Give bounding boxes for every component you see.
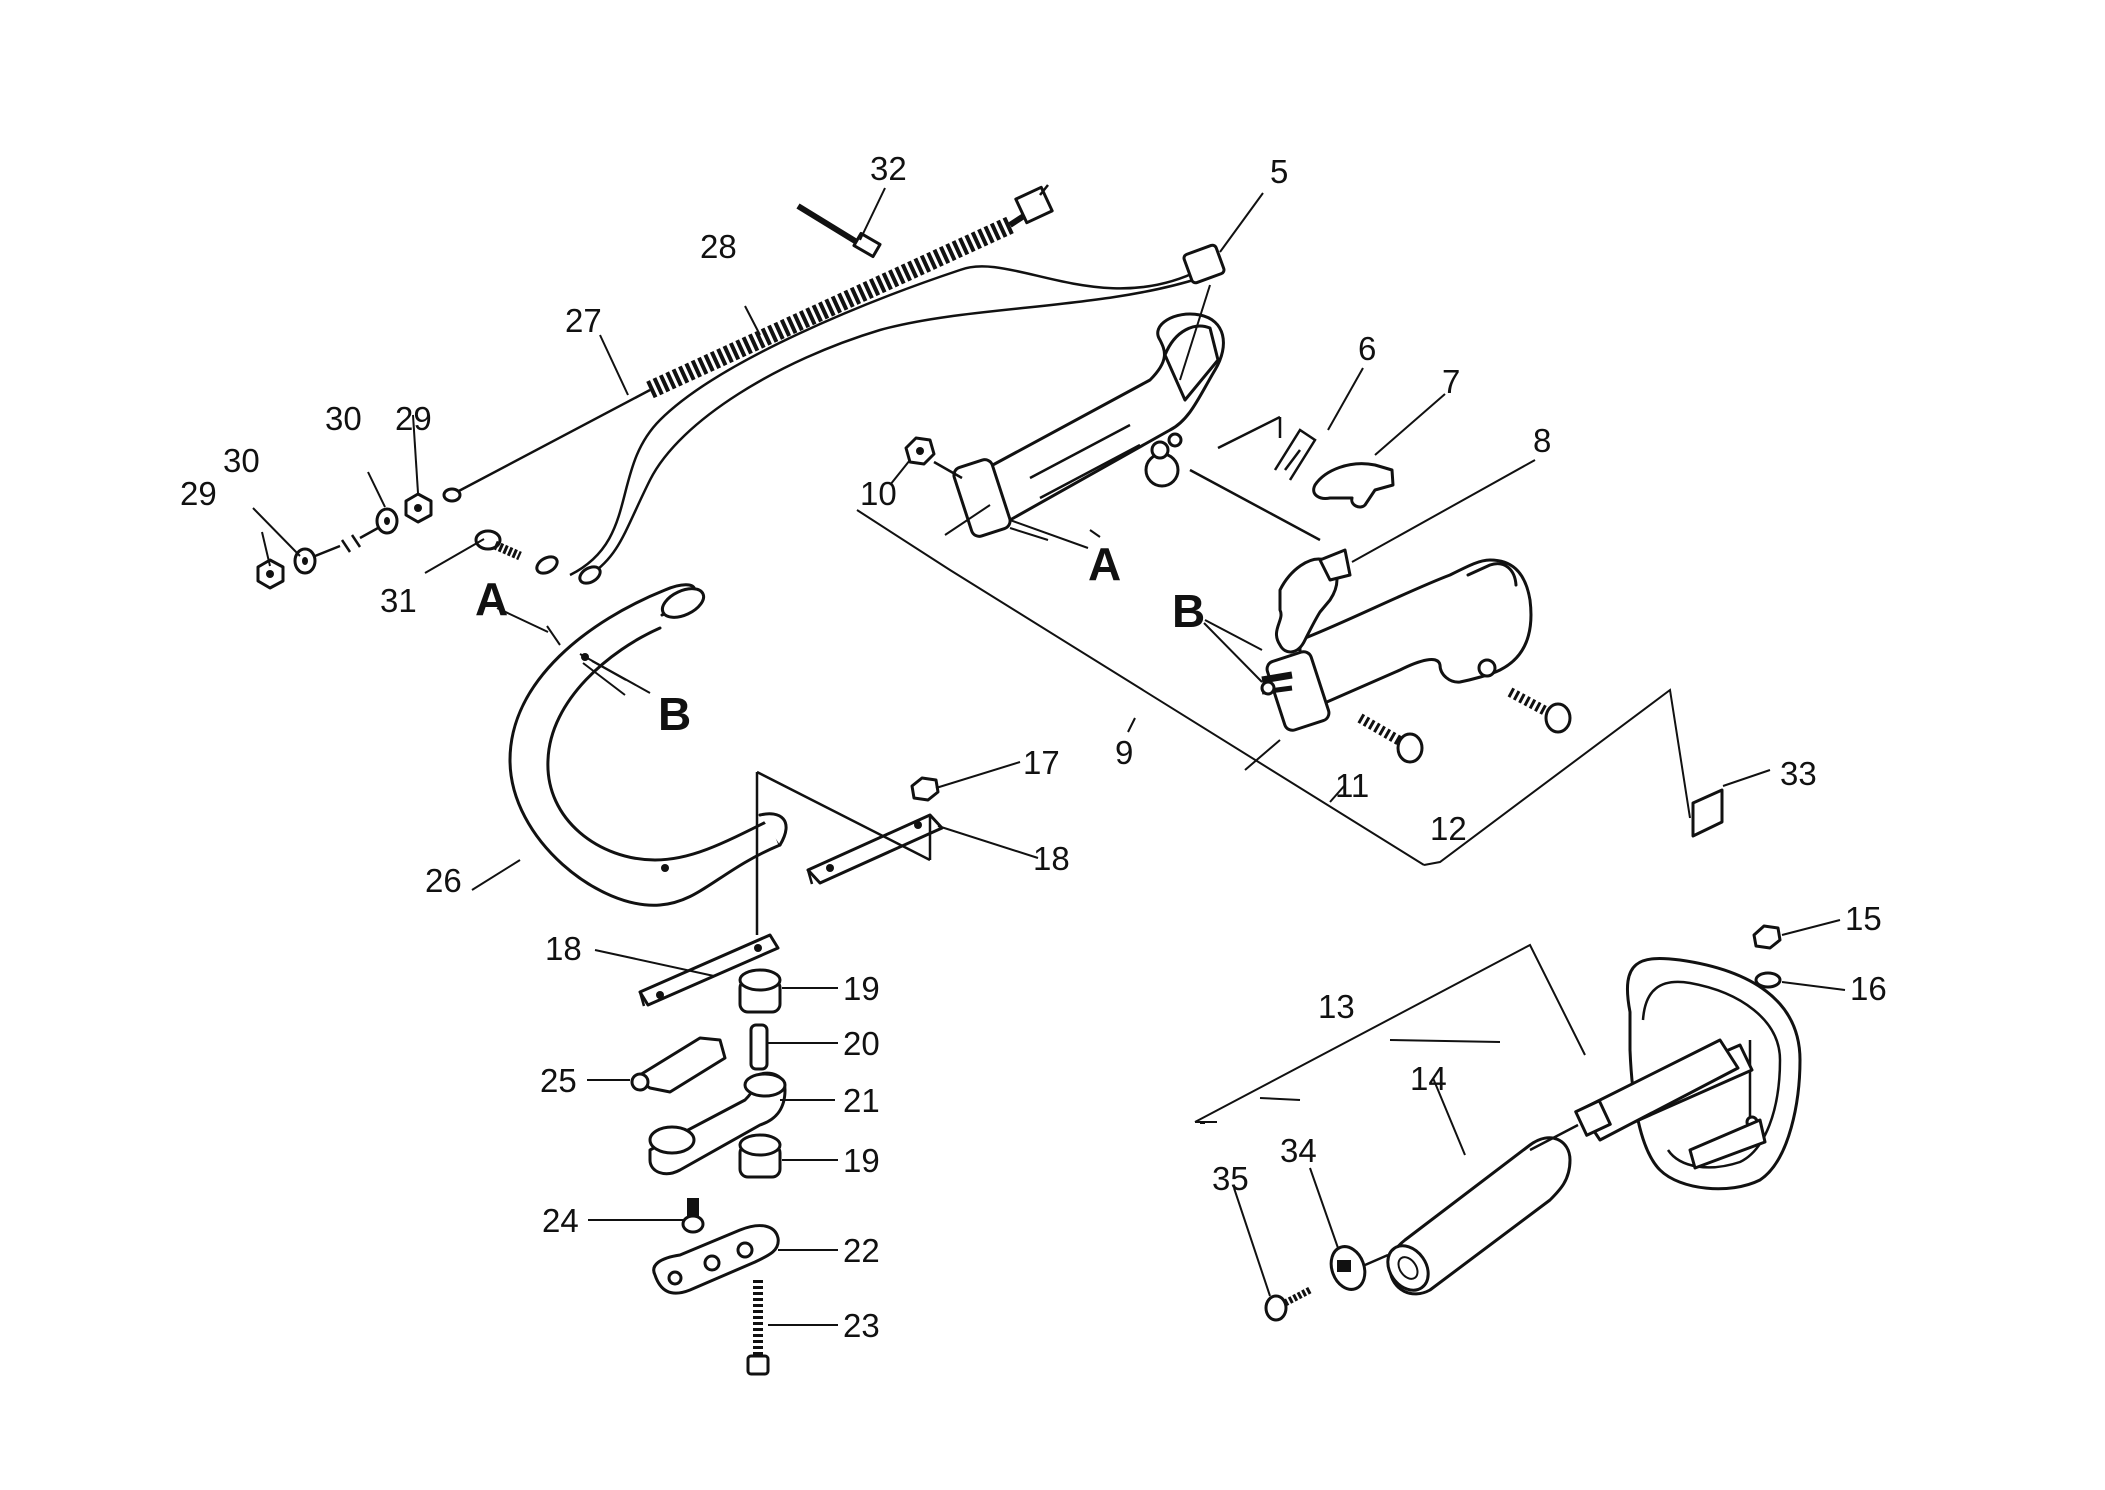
callout-30-left: 30 xyxy=(223,442,260,479)
washer-30-right xyxy=(375,507,399,535)
handle-loop-tube xyxy=(508,583,788,907)
callout-17: 17 xyxy=(1023,744,1060,781)
marker-b-tube: B xyxy=(658,688,691,740)
bolt-23 xyxy=(746,1280,770,1376)
bracket-25 xyxy=(630,1036,727,1094)
marker-b-handle: B xyxy=(1172,585,1205,637)
callout-5: 5 xyxy=(1270,153,1288,190)
callout-31: 31 xyxy=(380,582,417,619)
callout-16: 16 xyxy=(1850,970,1887,1007)
callout-15: 15 xyxy=(1845,900,1882,937)
callout-19-lower: 19 xyxy=(843,1142,880,1179)
callout-6: 6 xyxy=(1358,330,1376,367)
nut-29-left xyxy=(256,558,285,590)
label-sticker xyxy=(1691,788,1724,838)
screw-24 xyxy=(681,1198,705,1234)
callout-29-left: 29 xyxy=(180,475,217,512)
grip-shaft xyxy=(1574,1038,1740,1142)
callout-18-lower: 18 xyxy=(545,930,582,967)
callout-23: 23 xyxy=(843,1307,880,1344)
callout-35: 35 xyxy=(1212,1160,1249,1197)
callout-22: 22 xyxy=(843,1232,880,1269)
throttle-lock xyxy=(1312,462,1395,509)
collar-20 xyxy=(749,1023,769,1071)
screw-12 xyxy=(1507,687,1572,734)
callout-21: 21 xyxy=(843,1082,880,1119)
callout-10: 10 xyxy=(860,475,897,512)
throttle-cable xyxy=(442,184,1054,503)
leader-lines xyxy=(252,187,1846,1326)
throttle-trigger xyxy=(1274,548,1352,654)
handle-half-lower xyxy=(1260,558,1533,732)
callout-7: 7 xyxy=(1442,363,1460,400)
callout-29-right: 29 xyxy=(395,400,432,437)
callout-8: 8 xyxy=(1533,422,1551,459)
callout-32: 32 xyxy=(870,150,907,187)
nut-10 xyxy=(904,436,936,466)
callout-numbers: 32 28 27 5 6 7 8 10 9 11 12 33 29 30 30 … xyxy=(180,150,1887,1344)
nut-15 xyxy=(1752,924,1782,950)
callout-28: 28 xyxy=(700,228,737,265)
trigger-spring xyxy=(1273,428,1317,481)
callout-19-upper: 19 xyxy=(843,970,880,1007)
stop-switch-wire xyxy=(535,243,1226,585)
marker-a-tube: A xyxy=(475,573,508,625)
callout-27: 27 xyxy=(565,302,602,339)
callout-9: 9 xyxy=(1115,734,1133,771)
handle-half-upper xyxy=(952,312,1225,538)
callout-20: 20 xyxy=(843,1025,880,1062)
grip-foam xyxy=(1386,1136,1572,1296)
callout-11: 11 xyxy=(1335,767,1369,804)
callout-14: 14 xyxy=(1410,1060,1447,1097)
callout-34: 34 xyxy=(1280,1132,1317,1169)
clamp-plate-lower xyxy=(638,933,780,1007)
letter-markers: A B A B xyxy=(475,538,1205,740)
grip-cap xyxy=(1329,1245,1367,1291)
clamp-plate-22 xyxy=(652,1224,780,1295)
nut-29-right xyxy=(404,492,433,524)
rubber-bushing-upper xyxy=(738,968,782,1014)
washer-16 xyxy=(1754,971,1782,989)
callout-18-upper: 18 xyxy=(1033,840,1070,877)
grip-screw xyxy=(1264,1286,1312,1322)
handle-arm-21 xyxy=(648,1071,787,1176)
callout-13: 13 xyxy=(1318,988,1355,1025)
clamp-plate-upper xyxy=(806,813,944,885)
callout-24: 24 xyxy=(542,1202,579,1239)
marker-a-handle: A xyxy=(1088,538,1121,590)
callout-12: 12 xyxy=(1430,810,1467,847)
callout-25: 25 xyxy=(540,1062,577,1099)
assembly-brackets xyxy=(856,504,1691,1123)
screw-31 xyxy=(474,529,522,561)
nut-17 xyxy=(910,776,940,802)
cable-tie xyxy=(796,203,882,259)
callout-26: 26 xyxy=(425,862,462,899)
rubber-bushing-lower xyxy=(738,1133,782,1179)
callout-33: 33 xyxy=(1780,755,1817,792)
screw-11 xyxy=(1357,713,1424,764)
callout-30-right: 30 xyxy=(325,400,362,437)
